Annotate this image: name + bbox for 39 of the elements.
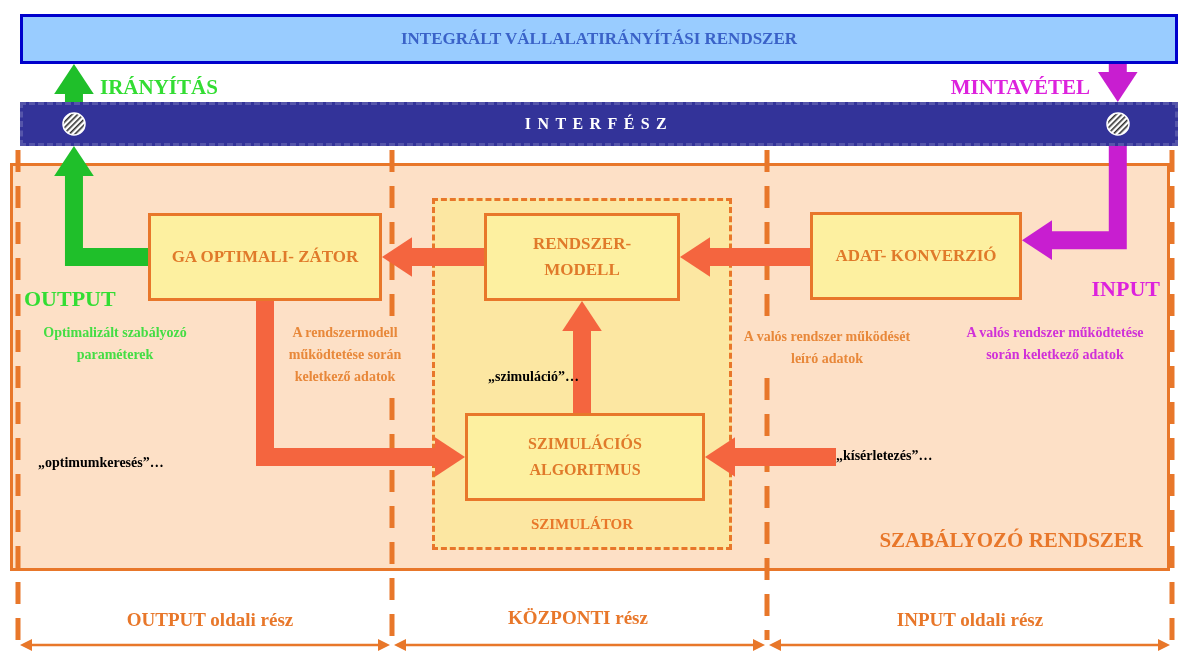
node-label: INTERFÉSZ	[524, 113, 674, 134]
system-bar	[20, 14, 1178, 64]
activity-label: „szimuláció”…	[488, 368, 580, 386]
node-label: ADAT- KONVERZIÓ	[835, 245, 997, 267]
node-label: RENDSZER- MODELL	[531, 233, 633, 281]
input-label: INPUT	[1090, 275, 1160, 303]
node-label: INTEGRÁLT VÁLLALATIRÁNYÍTÁSI RENDSZER	[400, 28, 798, 50]
process-box	[465, 413, 705, 501]
process-box	[484, 213, 680, 301]
process-box	[810, 212, 1022, 300]
data-description: A valós rendszer működtetése során keletkező adatok	[965, 324, 1145, 364]
process-box	[148, 213, 382, 301]
arrow	[54, 146, 148, 266]
node-label: SZIMULÁTOR	[530, 514, 634, 534]
node-label: „kísérletezés”…	[836, 446, 933, 465]
control-system-panel	[10, 163, 1170, 571]
arrow	[54, 64, 94, 102]
arrow	[705, 437, 836, 477]
arrow	[256, 301, 465, 477]
node-label: SZABÁLYOZÓ RENDSZER	[879, 526, 1143, 554]
data-description: A rendszermodell működtetése során keletkező adatok	[287, 324, 403, 386]
data-description: A valós rendszer működését leíró adatok	[742, 328, 912, 368]
output-label: OUTPUT	[24, 285, 117, 313]
sampling-label: MINTAVÉTEL	[949, 74, 1090, 101]
node-label: GA OPTIMALI- ZÁTOR	[171, 246, 359, 268]
control-label: IRÁNYÍTÁS	[100, 74, 219, 101]
arrow	[562, 301, 602, 413]
simulator-panel	[432, 198, 732, 550]
node-label: SZIMULÁCIÓS ALGORITMUS	[527, 433, 643, 480]
activity-label: „optimumkeresés”…	[38, 454, 165, 472]
section-label: OUTPUT oldali rész	[125, 608, 295, 632]
arrow	[680, 237, 810, 277]
arrow	[382, 237, 484, 277]
section-label: KÖZPONTI rész	[507, 606, 649, 630]
arrow	[1022, 146, 1127, 260]
data-description: Optimalizált szabályozó paraméterek	[42, 324, 188, 364]
interface-bar	[20, 102, 1178, 146]
arrow	[1098, 64, 1138, 102]
section-label: INPUT oldali rész	[895, 608, 1045, 632]
